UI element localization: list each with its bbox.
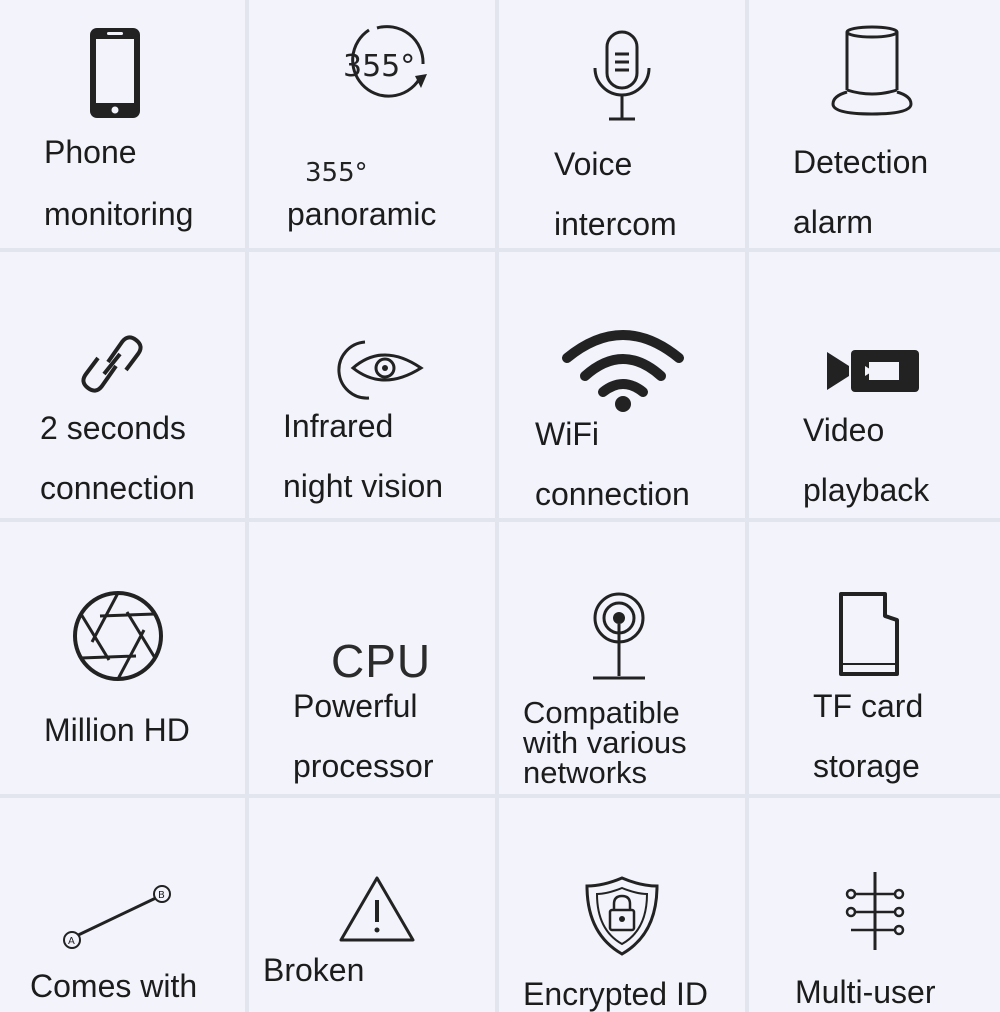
feature-detection-alarm: Detection alarm	[749, 0, 1000, 248]
feature-label-line1: Detection	[793, 144, 929, 180]
feature-phone-monitoring: Phone monitoring	[0, 0, 245, 248]
feature-multi-user: Multi-user	[749, 798, 1000, 1012]
feature-compatible-networks: Compatible with various networks	[499, 522, 745, 794]
feature-label-line1: Encrypted ID	[523, 976, 708, 1012]
feature-million-hd: Million HD	[0, 522, 245, 794]
detector-icon	[831, 24, 913, 120]
feature-label-line2: panoramic	[287, 196, 437, 232]
feature-label-line1: Million HD	[44, 712, 190, 748]
sd-card-icon	[837, 590, 901, 678]
feature-label-line2: playback	[803, 472, 930, 508]
antenna-icon	[589, 590, 649, 686]
feature-voice-intercom: Voice intercom	[499, 0, 745, 248]
feature-2-seconds-connection: 2 seconds connection	[0, 252, 245, 518]
feature-label-line2: night vision	[283, 468, 444, 504]
feature-powerful-processor: CPU Powerful processor	[249, 522, 495, 794]
wifi-icon	[559, 326, 687, 412]
feature-broken: Broken	[249, 798, 495, 1012]
feature-label-line1: Compatible	[523, 695, 680, 730]
feature-wifi-connection: WiFi connection	[499, 252, 745, 518]
feature-encrypted-id: Encrypted ID	[499, 798, 745, 1012]
feature-tf-card-storage: TF card storage	[749, 522, 1000, 794]
feature-label-line1: Phone	[44, 134, 137, 170]
feature-label-line2: intercom	[554, 206, 677, 242]
feature-label-line2: connection	[40, 470, 195, 506]
feature-label-line1: Infrared	[283, 408, 394, 444]
a-to-b-icon: A B	[58, 882, 178, 954]
aperture-icon	[72, 590, 164, 682]
multi-user-tree-icon	[843, 870, 907, 954]
rotation-355-label: 355°	[343, 49, 415, 84]
feature-label-line1: WiFi	[535, 416, 599, 452]
feature-label-line2: with various	[523, 725, 687, 760]
smartphone-icon	[88, 26, 144, 122]
feature-infrared-night-vision: Infrared night vision	[249, 252, 495, 518]
cpu-text-icon: CPU	[331, 635, 432, 687]
feature-label-line1: TF card	[813, 688, 924, 724]
warning-triangle-icon	[337, 874, 417, 944]
moon-eye-icon	[329, 338, 425, 402]
link-chain-icon	[78, 328, 146, 400]
feature-label-line2: alarm	[793, 204, 874, 240]
feature-label-line1: Powerful	[293, 688, 418, 724]
video-camera-icon	[825, 346, 921, 396]
rotation-355-icon: 355°	[329, 24, 433, 104]
feature-video-playback: Video playback	[749, 252, 1000, 518]
svg-text:A: A	[68, 936, 75, 947]
feature-label-line1: 355°	[305, 158, 368, 188]
feature-label-line2: monitoring	[44, 196, 194, 232]
svg-text:B: B	[158, 890, 165, 901]
shield-lock-icon	[583, 874, 661, 958]
feature-label-line2: storage	[813, 748, 920, 784]
feature-label-line1: 2 seconds	[40, 410, 186, 446]
feature-355-panoramic: 355° 355° panoramic	[249, 0, 495, 248]
feature-comes-with: A B Comes with	[0, 798, 245, 1012]
feature-label-line1: Voice	[554, 146, 633, 182]
feature-label-line1: Video	[803, 412, 885, 448]
feature-label-line1: Comes with	[30, 968, 198, 1004]
microphone-icon	[587, 30, 657, 126]
feature-label-line2: connection	[535, 476, 690, 512]
feature-label-line1: Broken	[263, 952, 365, 988]
feature-label-line1: Multi-user	[795, 974, 936, 1010]
feature-label-line2: processor	[293, 748, 434, 784]
feature-label-line3: networks	[523, 755, 648, 790]
